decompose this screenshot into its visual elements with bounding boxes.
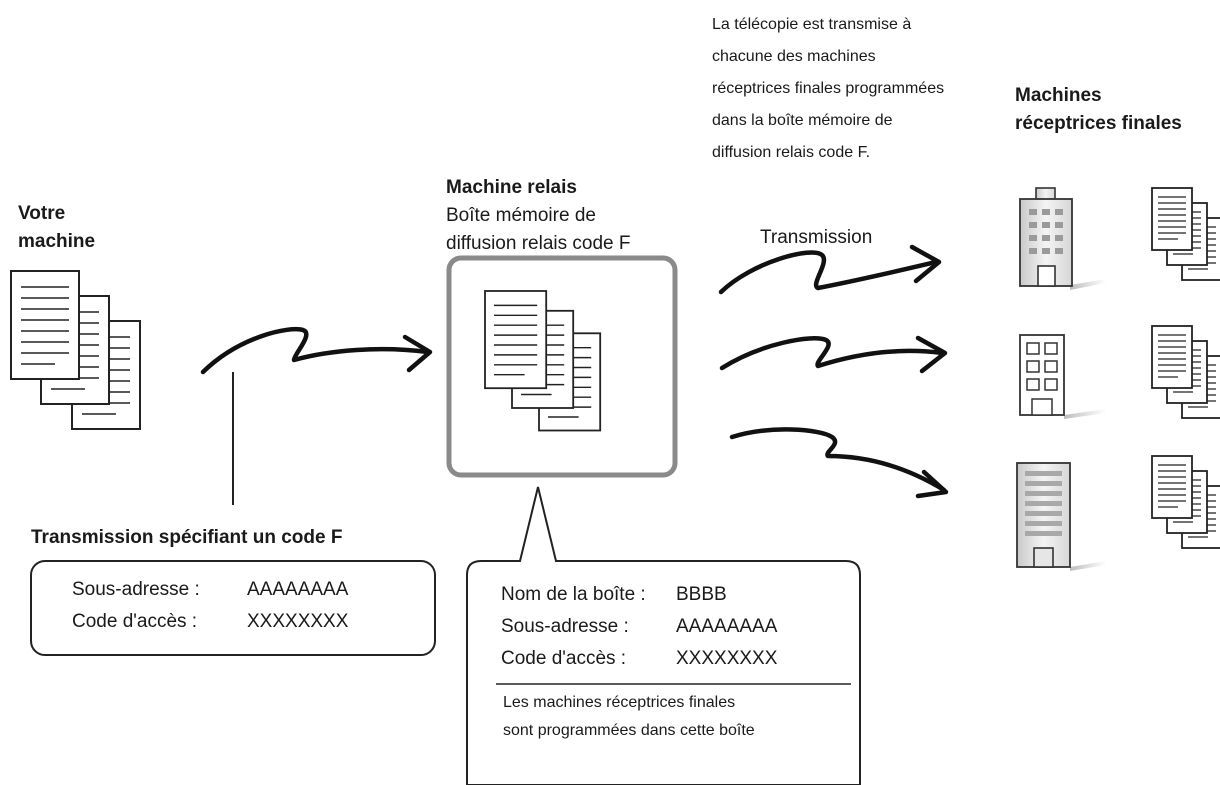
relay-subaddress-label: Sous-adresse : bbox=[501, 616, 629, 637]
receiver-building-3-icon bbox=[1016, 462, 1106, 571]
sender-access-code-value: XXXXXXXX bbox=[247, 611, 349, 632]
relay-access-code-value: XXXXXXXX bbox=[676, 648, 778, 669]
broadcast-description-line3: réceptrices finales programmées bbox=[712, 80, 945, 97]
relay-subtitle-line1: Boîte mémoire de bbox=[446, 205, 596, 226]
broadcast-description-line5: diffusion relais code F. bbox=[712, 144, 871, 161]
receivers-title-line1: Machines bbox=[1015, 85, 1102, 106]
relay-subtitle-line2: diffusion relais code F bbox=[446, 233, 631, 254]
relay-subaddress-value: AAAAAAAA bbox=[676, 616, 778, 637]
receiver-building-2-icon bbox=[1019, 334, 1106, 419]
sender-title-line1: Votre bbox=[18, 203, 66, 224]
relay-access-code-label: Code d'accès : bbox=[501, 648, 627, 669]
sender-subaddress-value: AAAAAAAA bbox=[247, 579, 349, 600]
relay-title: Machine relais bbox=[446, 177, 577, 198]
receiver-document-stack-3-icon bbox=[1152, 456, 1220, 548]
sender-transmission-title: Transmission spécifiant un code F bbox=[31, 527, 343, 548]
transmission-arrow-to-receiver-3 bbox=[729, 427, 949, 499]
sender-access-code-label: Code d'accès : bbox=[72, 611, 198, 632]
broadcast-description-line1: La télécopie est transmise à bbox=[712, 16, 912, 33]
relay-note-line1: Les machines réceptrices finales bbox=[503, 694, 736, 711]
relay-callout-box bbox=[466, 486, 861, 785]
sender-document-stack-icon bbox=[10, 270, 141, 430]
sender-subaddress-label: Sous-adresse : bbox=[72, 579, 200, 600]
relay-note-line2: sont programmées dans cette boîte bbox=[503, 722, 755, 739]
receiver-building-1-icon bbox=[1019, 187, 1106, 290]
broadcast-description-line4: dans la boîte mémoire de bbox=[712, 112, 893, 129]
relay-box-name-value: BBBB bbox=[676, 584, 727, 605]
receiver-document-stack-1-icon bbox=[1152, 188, 1220, 280]
sender-callout-box bbox=[30, 560, 436, 656]
transmission-arrow-to-receiver-1 bbox=[718, 244, 942, 295]
relay-box-name-label: Nom de la boîte : bbox=[501, 584, 646, 605]
transmission-arrow-to-receiver-2 bbox=[719, 335, 948, 374]
transmission-arrow-label: Transmission bbox=[760, 227, 873, 248]
receivers-title-line2: réceptrices finales bbox=[1015, 113, 1182, 134]
broadcast-description-line2: chacune des machines bbox=[712, 48, 876, 65]
receiver-document-stack-2-icon bbox=[1152, 326, 1220, 418]
sender-title-line2: machine bbox=[18, 231, 96, 252]
transmission-arrow-to-relay bbox=[200, 327, 433, 375]
